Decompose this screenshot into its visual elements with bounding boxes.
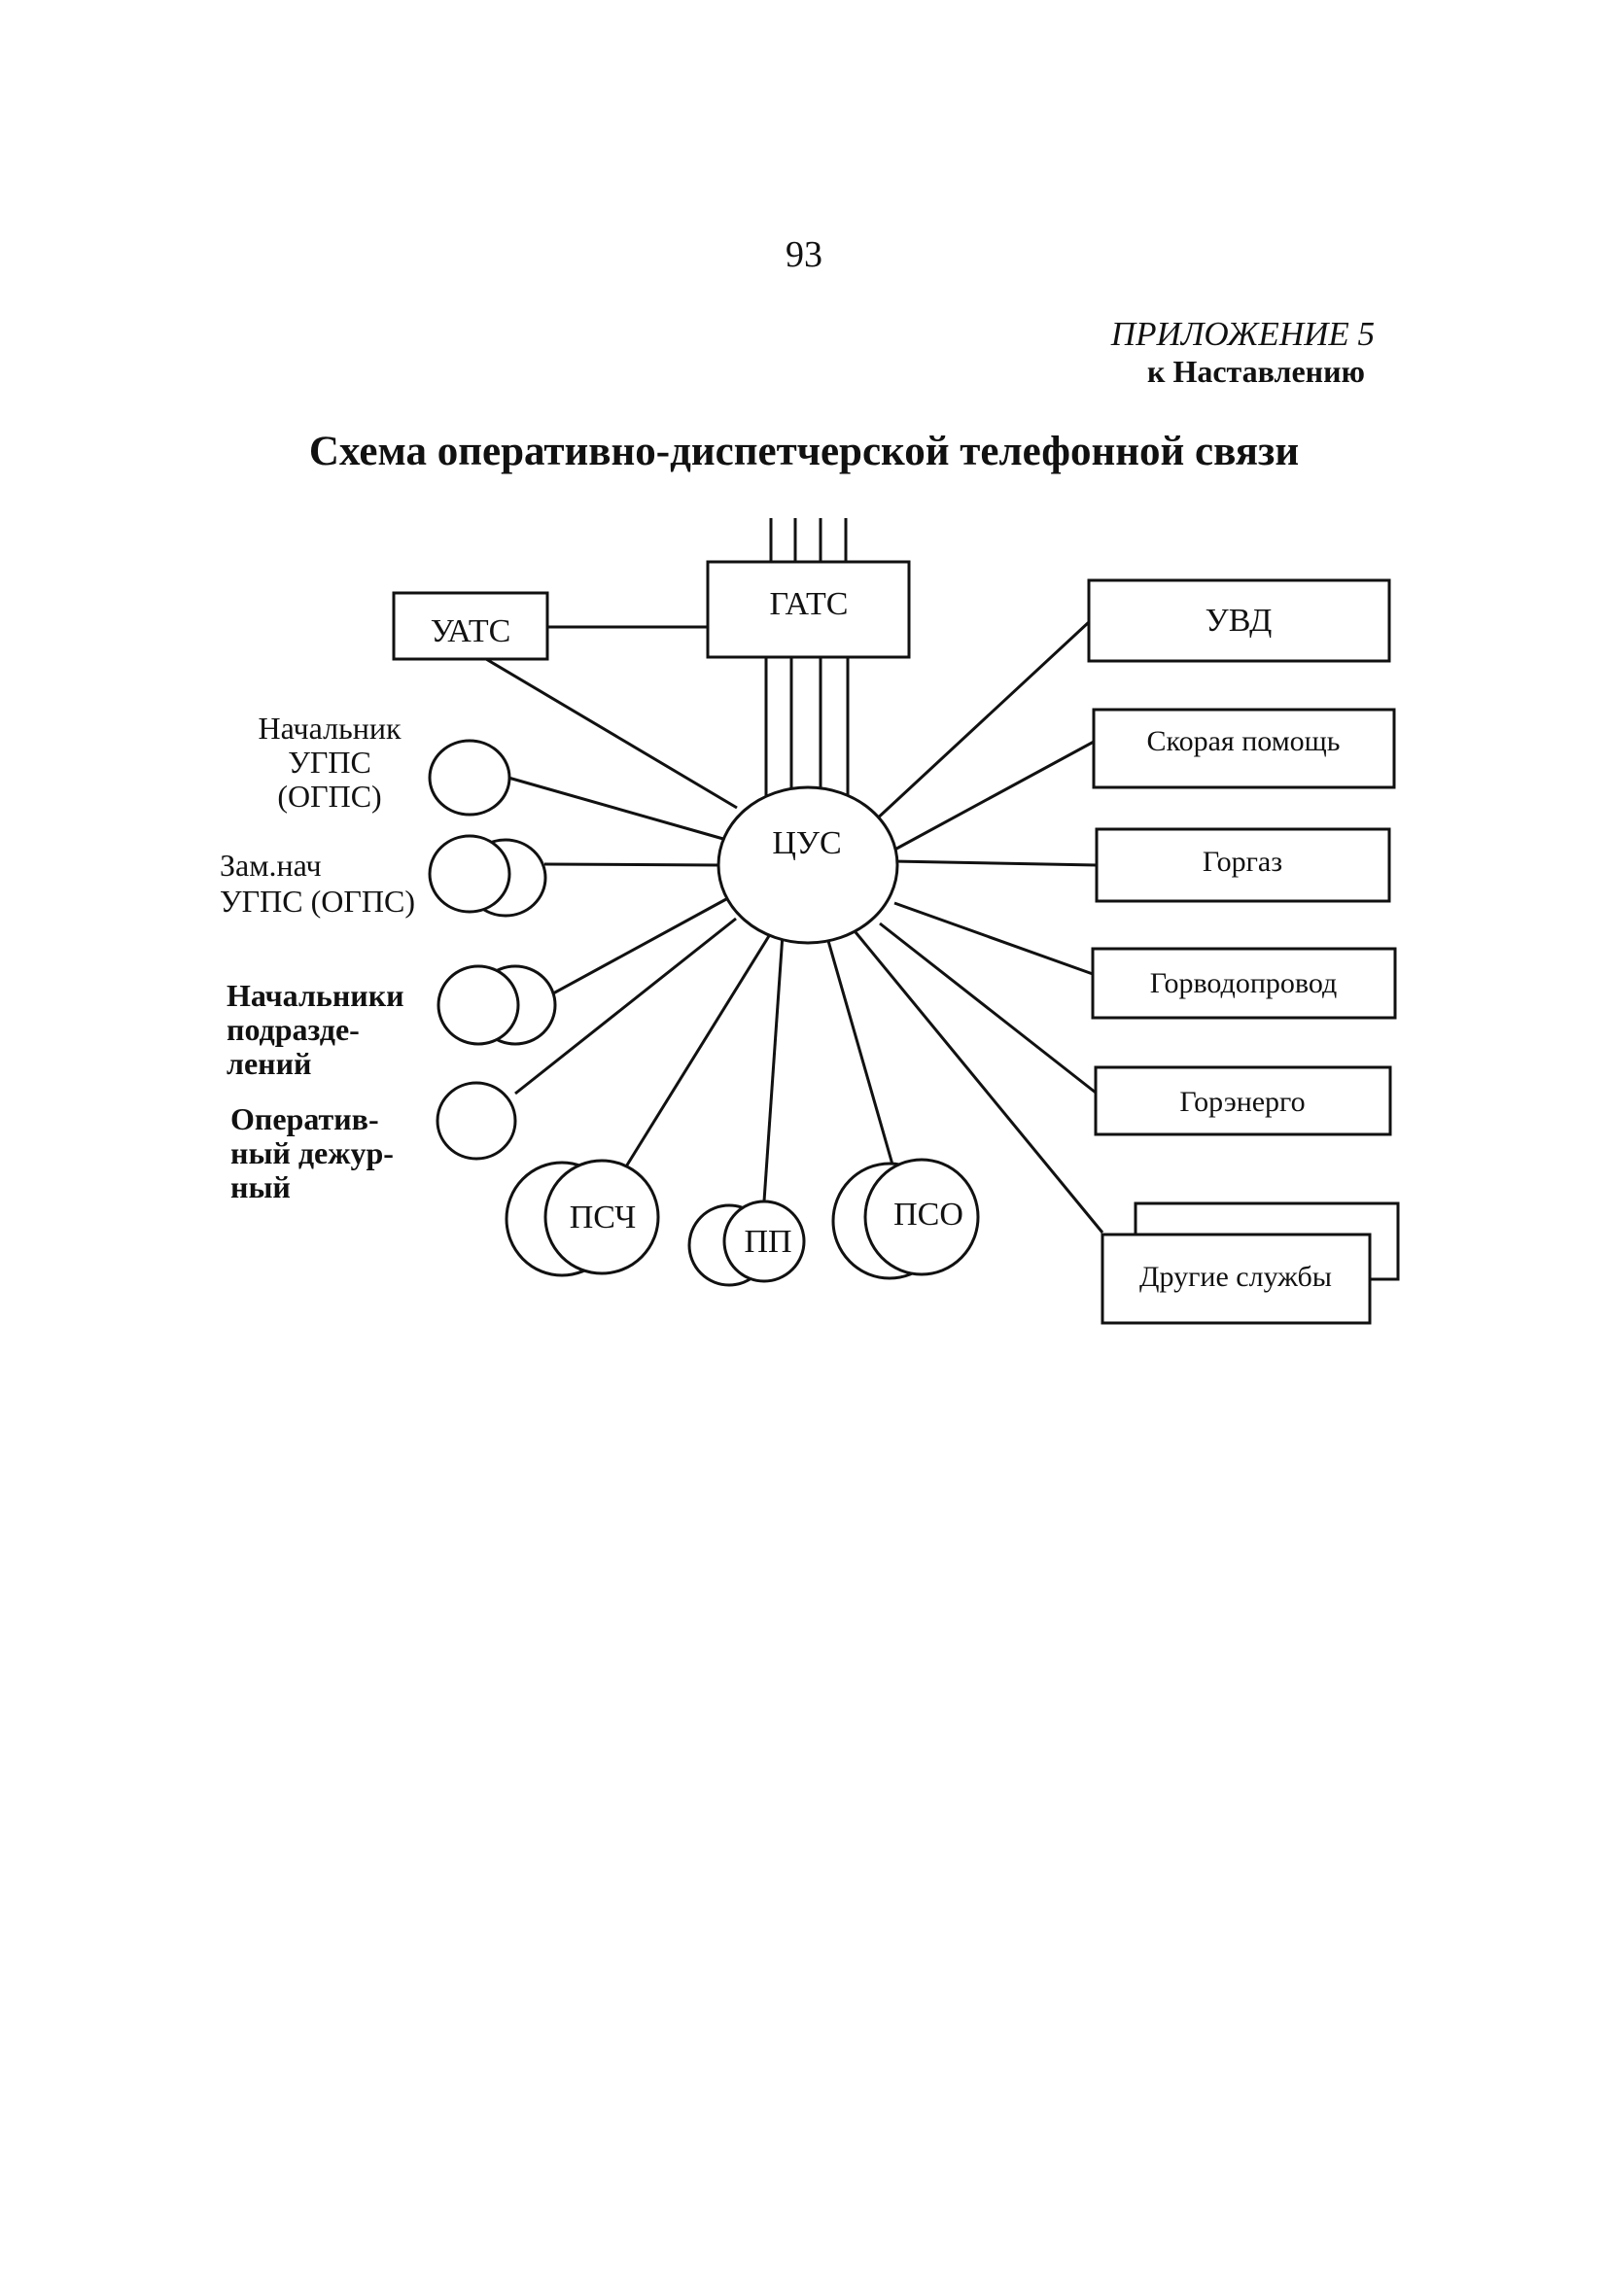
page-number: 93	[786, 234, 822, 275]
uvd-label: УВД	[1206, 603, 1273, 639]
chief-line	[507, 776, 724, 841]
gorgaz-box	[1095, 827, 1391, 903]
uvd-box	[1087, 578, 1391, 663]
pso-line	[824, 933, 894, 1165]
chief-label-line-1: Начальник	[259, 711, 402, 746]
appendix-title: ПРИЛОЖЕНИЕ 5	[1110, 315, 1375, 353]
energy-box	[1094, 1065, 1392, 1136]
uats-box	[392, 591, 549, 661]
pso-node	[863, 1158, 980, 1276]
appendix-subtitle: к Наставлению	[1147, 354, 1365, 389]
ambulance-label: Скорая помощь	[1147, 725, 1341, 757]
uats-label: УАТС	[431, 613, 511, 649]
energy-line	[879, 922, 1097, 1095]
pp-line	[761, 933, 785, 1216]
cus-node	[717, 785, 899, 945]
duty-officer-phone-icon	[436, 1081, 517, 1161]
deputy-label-line-1: Зам.нач	[220, 848, 322, 883]
duty-officer-label-line-2: ный дежур-	[230, 1135, 394, 1170]
ambulance-box	[1092, 708, 1396, 789]
other-services-label: Другие службы	[1139, 1261, 1332, 1293]
chief-phone-icon	[428, 739, 511, 817]
gats-label: ГАТС	[770, 586, 849, 622]
water-box	[1091, 947, 1397, 1020]
subdivision-label-line-1: Начальники	[227, 978, 404, 1013]
psch-line	[621, 930, 774, 1172]
deputy-label-line-2: УГПС (ОГПС)	[220, 884, 415, 919]
ambulance-line	[887, 740, 1095, 855]
pso-label: ПСО	[893, 1197, 963, 1233]
deputy-line	[543, 862, 720, 867]
psch-label: ПСЧ	[570, 1200, 636, 1235]
uats-cus-line	[485, 657, 738, 810]
subdivision-chiefs-line	[552, 897, 727, 995]
chief-label-line-2: УГПС	[288, 745, 371, 780]
water-label: Горводопровод	[1150, 967, 1337, 999]
cus-label: ЦУС	[772, 825, 841, 861]
other-services-line	[854, 931, 1104, 1234]
other-services-box	[1101, 1233, 1372, 1325]
duty-officer-line	[514, 917, 737, 1096]
deputy-phone-icon	[428, 834, 511, 914]
gorgaz-label: Горгаз	[1203, 846, 1282, 878]
subdivision-label-line-2: подразде-	[227, 1012, 360, 1047]
gats-box	[706, 560, 911, 659]
uvd-line	[871, 620, 1091, 824]
water-line	[893, 901, 1094, 976]
chief-label-line-3: (ОГПС)	[277, 779, 381, 814]
energy-label: Горэнерго	[1179, 1086, 1305, 1118]
gorgaz-line	[891, 859, 1098, 867]
duty-officer-label-line-3: ный	[230, 1169, 291, 1204]
psch-node	[543, 1159, 660, 1275]
pp-label: ПП	[744, 1224, 791, 1260]
pp-node	[722, 1200, 806, 1283]
subdivision-label-line-3: лений	[227, 1046, 311, 1081]
duty-officer-label-line-1: Оператив-	[230, 1101, 379, 1136]
diagram-title: Схема оперативно-диспетчерской телефонно…	[308, 429, 1300, 474]
subdivision-phone-icon	[437, 964, 520, 1046]
